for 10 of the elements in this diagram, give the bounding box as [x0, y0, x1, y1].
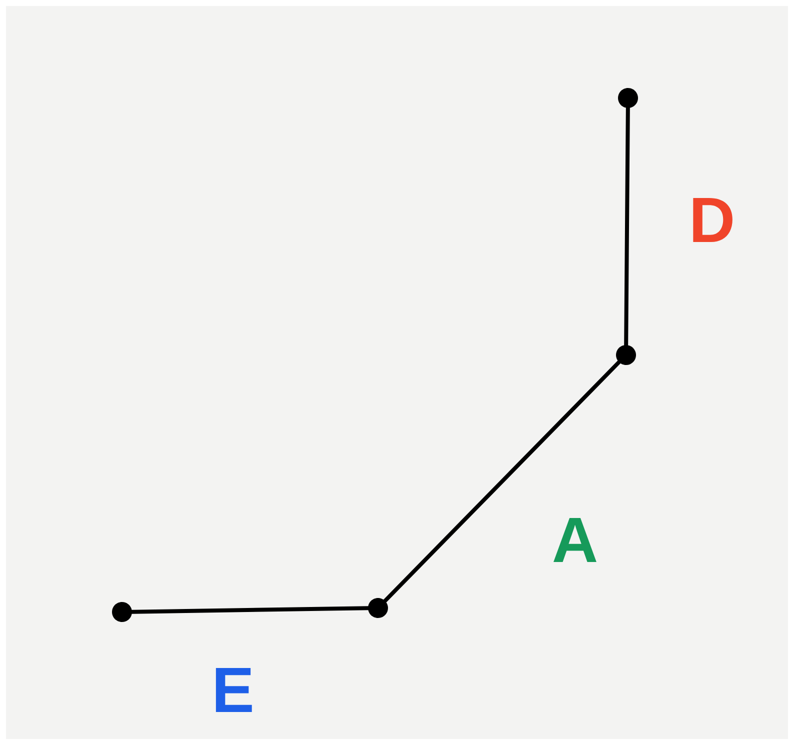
dot [616, 345, 636, 365]
edge-label: D [686, 196, 738, 244]
dot [368, 598, 388, 618]
line [624, 106, 630, 347]
line [130, 606, 370, 614]
edge-label: A [550, 516, 600, 564]
dot [618, 88, 638, 108]
dot [112, 602, 132, 622]
line [383, 360, 621, 603]
edge-label: E [210, 666, 256, 714]
